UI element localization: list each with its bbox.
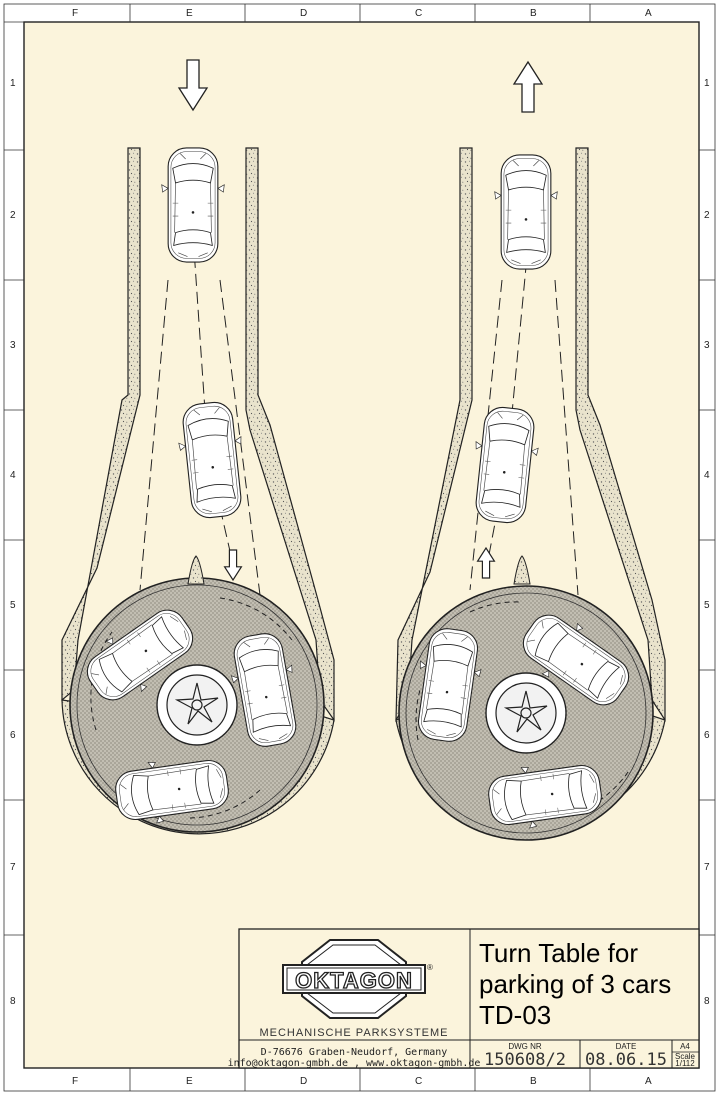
border-letter: F bbox=[72, 8, 78, 19]
border-number: 5 bbox=[704, 600, 710, 611]
border-zones bbox=[4, 4, 715, 1091]
drawing-sheet bbox=[23, 21, 700, 1069]
border-letter: E bbox=[186, 1076, 193, 1087]
small-down-arrow-icon bbox=[223, 549, 243, 582]
address-line-2: info@oktagon-gmbh.de , www.oktagon-gmbh.… bbox=[228, 1058, 481, 1069]
border-number: 7 bbox=[10, 862, 16, 873]
paper-size: A4 bbox=[680, 1042, 690, 1051]
border-letter: B bbox=[530, 1076, 537, 1087]
border-number: 6 bbox=[10, 730, 16, 741]
border-letter: C bbox=[415, 8, 422, 19]
border-number: 6 bbox=[704, 730, 710, 741]
exit-arrow-icon bbox=[512, 60, 544, 113]
drawing-title-line-2: parking of 3 cars bbox=[479, 969, 671, 999]
border-number: 1 bbox=[10, 78, 16, 89]
border-number: 2 bbox=[10, 210, 16, 221]
dwg-number: 150608/2 bbox=[484, 1050, 566, 1070]
border-left-numbers: 1 2 3 4 5 6 7 8 bbox=[10, 78, 16, 1007]
right-wall bbox=[245, 147, 335, 722]
border-number: 3 bbox=[704, 340, 710, 351]
hub-ornament-icon bbox=[174, 682, 219, 725]
scale-value: 1/112 bbox=[675, 1059, 695, 1068]
oktagon-logo: OKTAGON ® bbox=[282, 939, 433, 1019]
layout-exit bbox=[395, 60, 666, 841]
border-letter: E bbox=[186, 8, 193, 19]
border-number: 4 bbox=[704, 470, 710, 481]
border-number: 8 bbox=[704, 996, 710, 1007]
border-letter: C bbox=[415, 1076, 422, 1087]
border-letter: A bbox=[645, 8, 652, 19]
border-top-letters: F E D C B A bbox=[72, 8, 652, 19]
border-letter: D bbox=[300, 1076, 307, 1087]
registered-mark: ® bbox=[427, 963, 433, 972]
border-letter: D bbox=[300, 8, 307, 19]
border-number: 8 bbox=[10, 996, 16, 1007]
drawing-title-line-3: TD-03 bbox=[479, 1000, 551, 1030]
drawing-title-line-1: Turn Table for bbox=[479, 938, 638, 968]
border-bottom-letters: F E D C B A bbox=[72, 1076, 652, 1087]
border-number: 3 bbox=[10, 340, 16, 351]
small-up-arrow-icon bbox=[476, 546, 496, 579]
date-value: 08.06.15 bbox=[585, 1050, 667, 1070]
company-tagline: MECHANISCHE PARKSYSTEME bbox=[259, 1027, 448, 1039]
border-number: 2 bbox=[704, 210, 710, 221]
dwg-label: DWG NR bbox=[508, 1042, 542, 1051]
border-number: 1 bbox=[704, 78, 710, 89]
marker-cone bbox=[187, 555, 205, 585]
border-number: 4 bbox=[10, 470, 16, 481]
border-letter: B bbox=[530, 8, 537, 19]
marker-cone bbox=[513, 555, 531, 585]
scale-label: Scale bbox=[675, 1052, 696, 1061]
border-number: 5 bbox=[10, 600, 16, 611]
logo-wordmark: OKTAGON bbox=[295, 968, 413, 993]
title-block: OKTAGON ® MECHANISCHE PARKSYSTEME Turn T… bbox=[228, 928, 700, 1070]
border-number: 7 bbox=[704, 862, 710, 873]
date-label: DATE bbox=[616, 1042, 637, 1051]
border-right-numbers: 1 2 3 4 5 6 7 8 bbox=[704, 78, 710, 1007]
border-letter: A bbox=[645, 1076, 652, 1087]
car-entering bbox=[161, 147, 225, 263]
hub-ornament-icon bbox=[503, 690, 548, 733]
car-exiting bbox=[494, 154, 558, 270]
address-line-1: D-76676 Graben-Neudorf, Germany bbox=[261, 1047, 448, 1058]
right-wall bbox=[575, 147, 666, 723]
border-letter: F bbox=[72, 1076, 78, 1087]
layout-entry bbox=[61, 59, 335, 835]
